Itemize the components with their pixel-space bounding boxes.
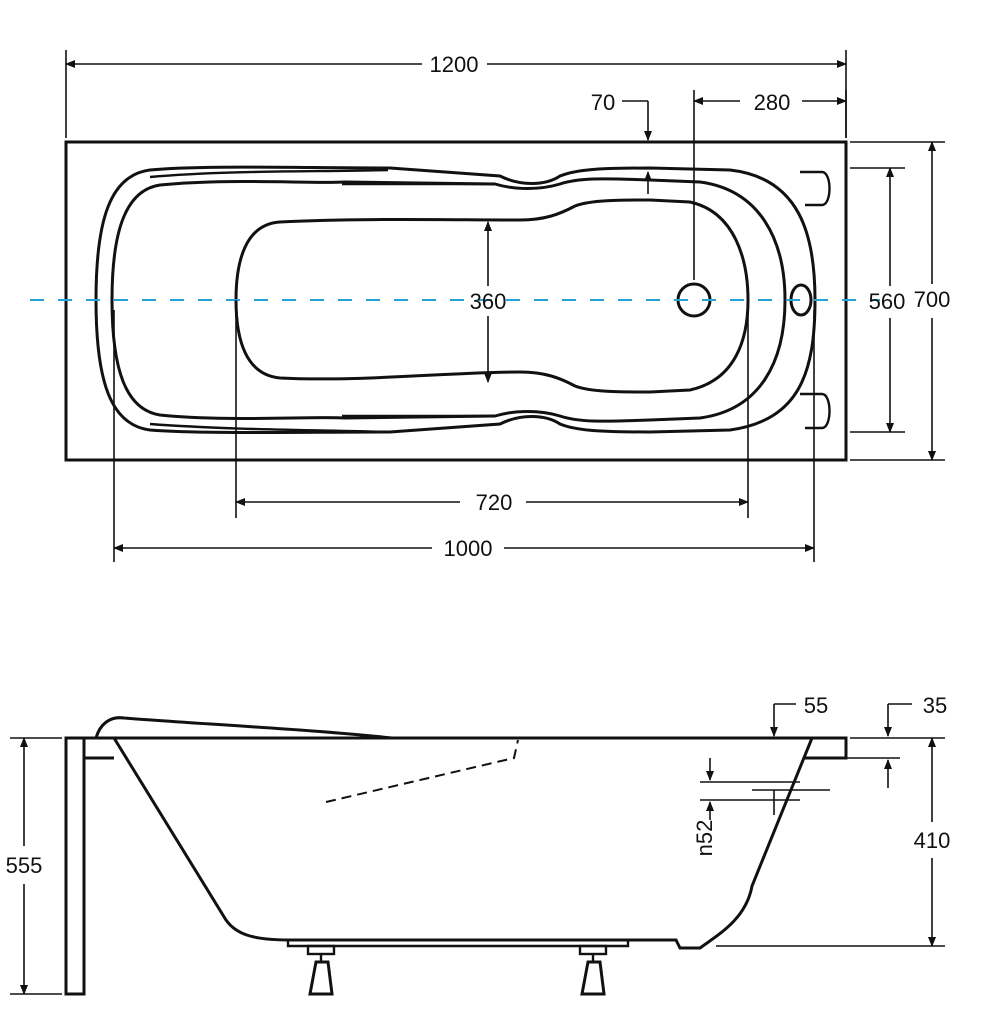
overflow-detail (700, 758, 830, 820)
dim-bottom-length: 720 (476, 490, 513, 515)
basin-outer-contour (94, 165, 817, 434)
dim-rim-offset: 70 (591, 90, 615, 115)
foot-right (578, 944, 608, 996)
headrest-lines-top (149, 168, 389, 179)
side-view: n52 555 55 35 410 (6, 693, 951, 996)
overflow-label: n52 (692, 820, 717, 857)
rim-right (805, 736, 848, 760)
dim-inner-depth: 410 (914, 828, 951, 853)
backrest-slope (325, 739, 519, 803)
dim-total-height: 555 (6, 853, 43, 878)
corner-recess-top (800, 170, 831, 207)
base-frame (286, 940, 630, 948)
foot-left (306, 944, 336, 996)
apron-panel (64, 736, 86, 996)
headrest-lines-bottom (149, 422, 389, 434)
dim-rim-thickness: 35 (923, 693, 947, 718)
dim-overflow-offset: 55 (804, 693, 828, 718)
tub-body-profile (112, 737, 814, 950)
dim-inner-length: 1000 (444, 536, 493, 561)
dim-overall-length: 1200 (430, 52, 479, 77)
headrest-profile (94, 716, 393, 740)
dim-overall-width: 700 (914, 287, 951, 312)
basin-inner-contour (110, 177, 787, 423)
dim-inner-width: 560 (869, 289, 906, 314)
basin-floor (234, 198, 750, 394)
top-view: 1200 70 280 360 560 (30, 50, 950, 562)
dim-bottom-width: 360 (470, 289, 507, 314)
dim-drain-offset: 280 (754, 90, 791, 115)
corner-recess-bottom (800, 392, 831, 430)
